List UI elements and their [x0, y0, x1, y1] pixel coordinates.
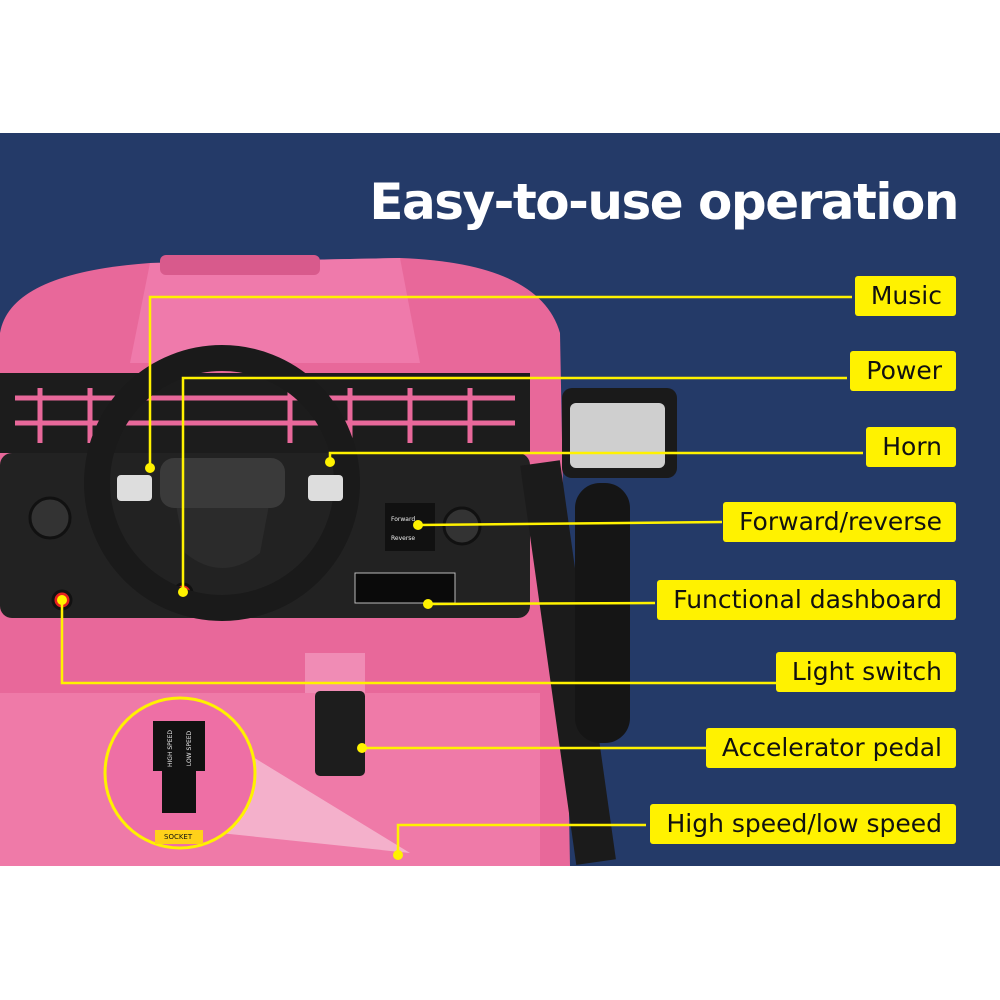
callout-dots [57, 457, 433, 860]
socket-sticker [155, 830, 203, 844]
callout-forward-reverse: Forward/reverse [723, 502, 956, 542]
callout-functional-dashboard: Functional dashboard [657, 580, 956, 620]
forward-label: Forward [391, 516, 416, 523]
socket-label: SOCKET [164, 833, 193, 841]
roll-bar [0, 373, 530, 453]
high-speed-label: HIGH SPEED [166, 730, 174, 767]
car-hood [130, 258, 420, 363]
steering-wheel [84, 345, 360, 621]
air-vent-right [442, 506, 482, 546]
music-panel[interactable] [354, 572, 456, 604]
reverse-label: Reverse [391, 535, 416, 542]
music-button[interactable] [117, 475, 152, 501]
socket [162, 771, 196, 813]
forward-reverse-switch[interactable] [385, 503, 435, 551]
inset-beam [220, 743, 410, 853]
air-vent-left [28, 496, 72, 540]
callout-light-switch: Light switch [775, 652, 956, 692]
callout-horn: Horn [866, 427, 956, 467]
callout-accelerator-pedal: Accelerator pedal [705, 728, 956, 768]
callout-music: Music [854, 276, 956, 316]
callout-power: Power [850, 351, 956, 391]
callout-speed: High speed/low speed [650, 804, 956, 844]
car-dashboard-illustration [0, 255, 863, 866]
mirror-glass [570, 403, 665, 468]
leader-lines [60, 295, 863, 855]
infographic-panel: Forward Reverse HIGH SPEED LOW SPEED SOC… [0, 133, 1000, 866]
page-title: Easy-to-use operation [369, 173, 959, 231]
accelerator-pedal[interactable] [315, 691, 365, 776]
low-speed-label: LOW SPEED [186, 730, 194, 767]
tire [575, 483, 630, 743]
wheel-center [160, 458, 285, 508]
pedal-mount [305, 653, 365, 693]
hood-vent [160, 255, 320, 275]
horn-button[interactable] [308, 475, 343, 501]
a-pillar [520, 460, 616, 865]
speed-switch[interactable] [153, 721, 205, 771]
